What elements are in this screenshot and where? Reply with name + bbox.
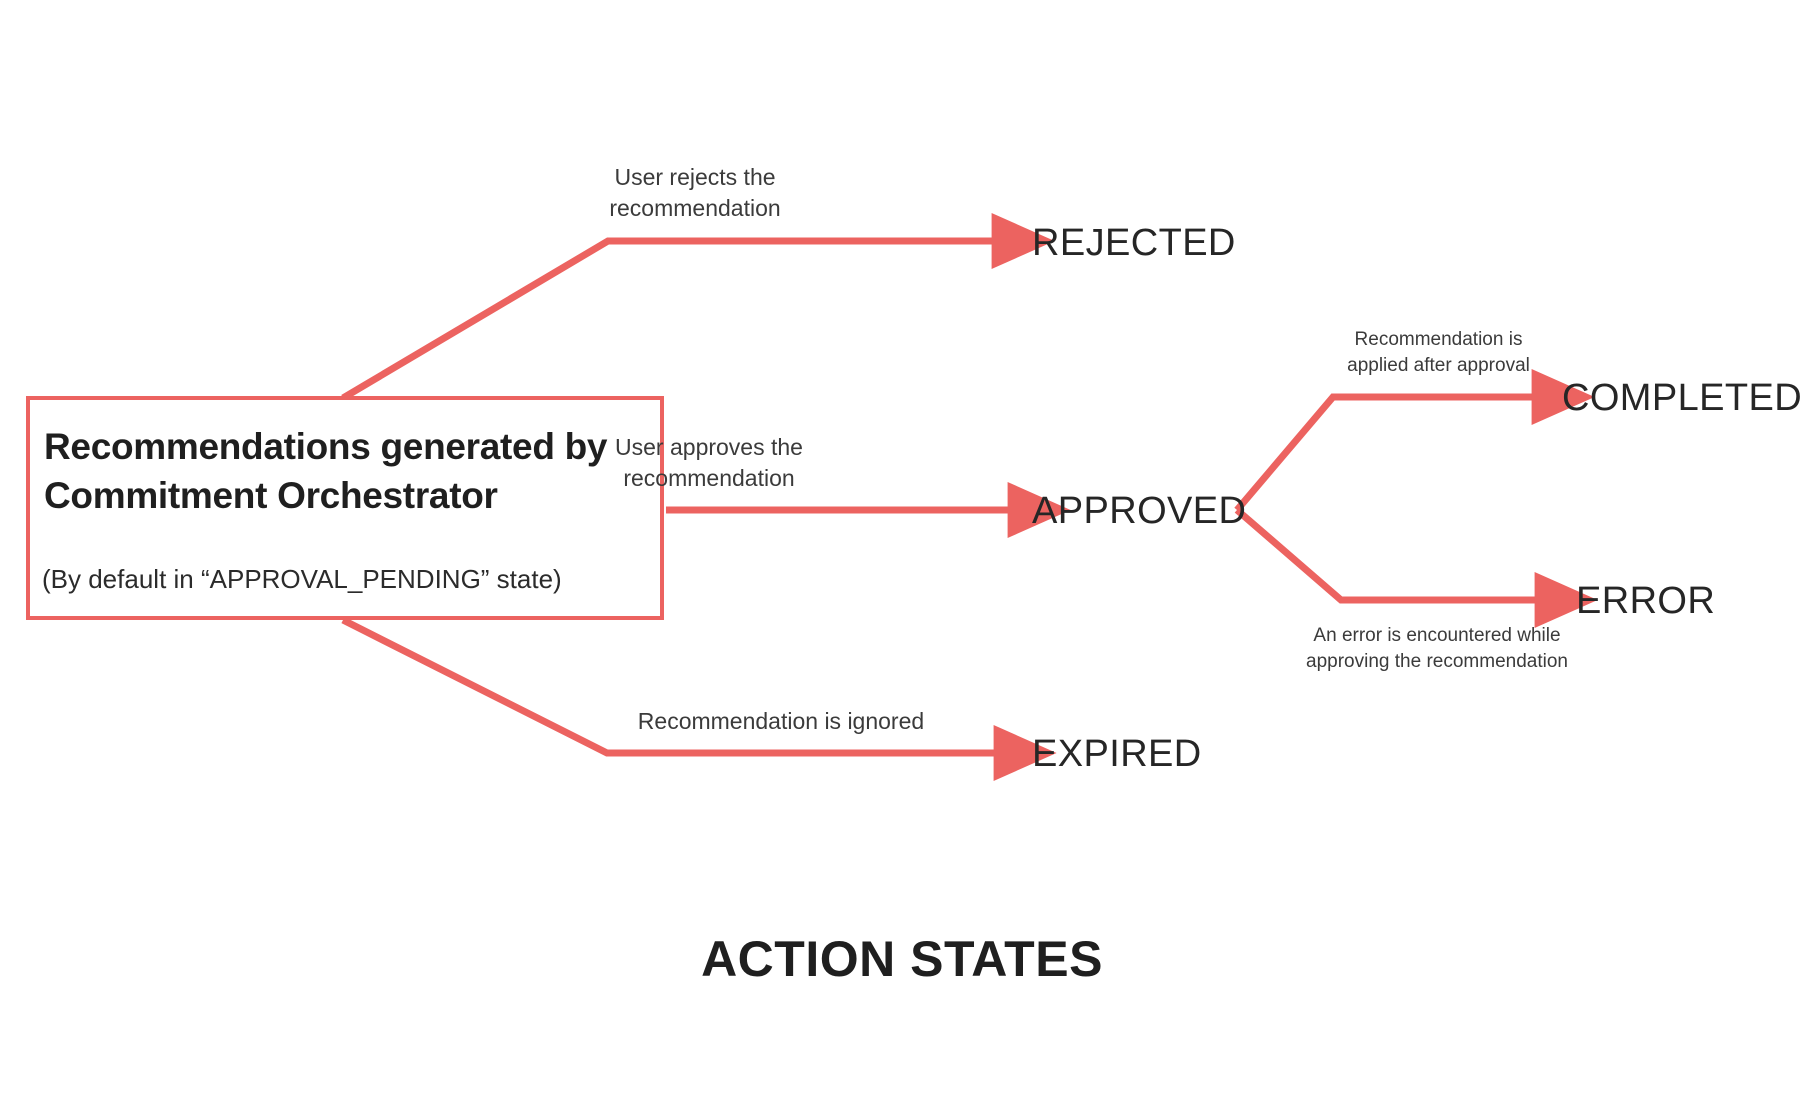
edge-label-error: An error is encountered while approving … <box>1306 625 1568 672</box>
edge-to-completed <box>1234 369 1595 513</box>
state-label-approved: APPROVED <box>1032 490 1247 532</box>
edge-to-rejected <box>341 213 1055 402</box>
edge-to-error <box>1234 507 1598 628</box>
diagram-title: ACTION STATES <box>701 931 1103 987</box>
state-label-expired: EXPIRED <box>1032 733 1202 775</box>
source-node-subtitle: (By default in “APPROVAL_PENDING” state) <box>42 564 562 594</box>
edge-label-approved: User approves the recommendation <box>615 434 803 492</box>
source-node-box: Recommendations generated by Commitment … <box>26 396 664 620</box>
edge-label-rejected: User rejects the recommendation <box>609 164 781 222</box>
edge-label-expired: Recommendation is ignored <box>637 708 925 734</box>
state-label-rejected: REJECTED <box>1032 222 1236 264</box>
source-node-title: Recommendations generated by Commitment … <box>44 426 608 517</box>
edge-to-expired <box>341 616 1057 781</box>
state-label-completed: COMPLETED <box>1562 377 1803 419</box>
edge-label-completed: Recommendation is applied after approval <box>1347 329 1530 376</box>
state-label-error: ERROR <box>1576 580 1716 622</box>
